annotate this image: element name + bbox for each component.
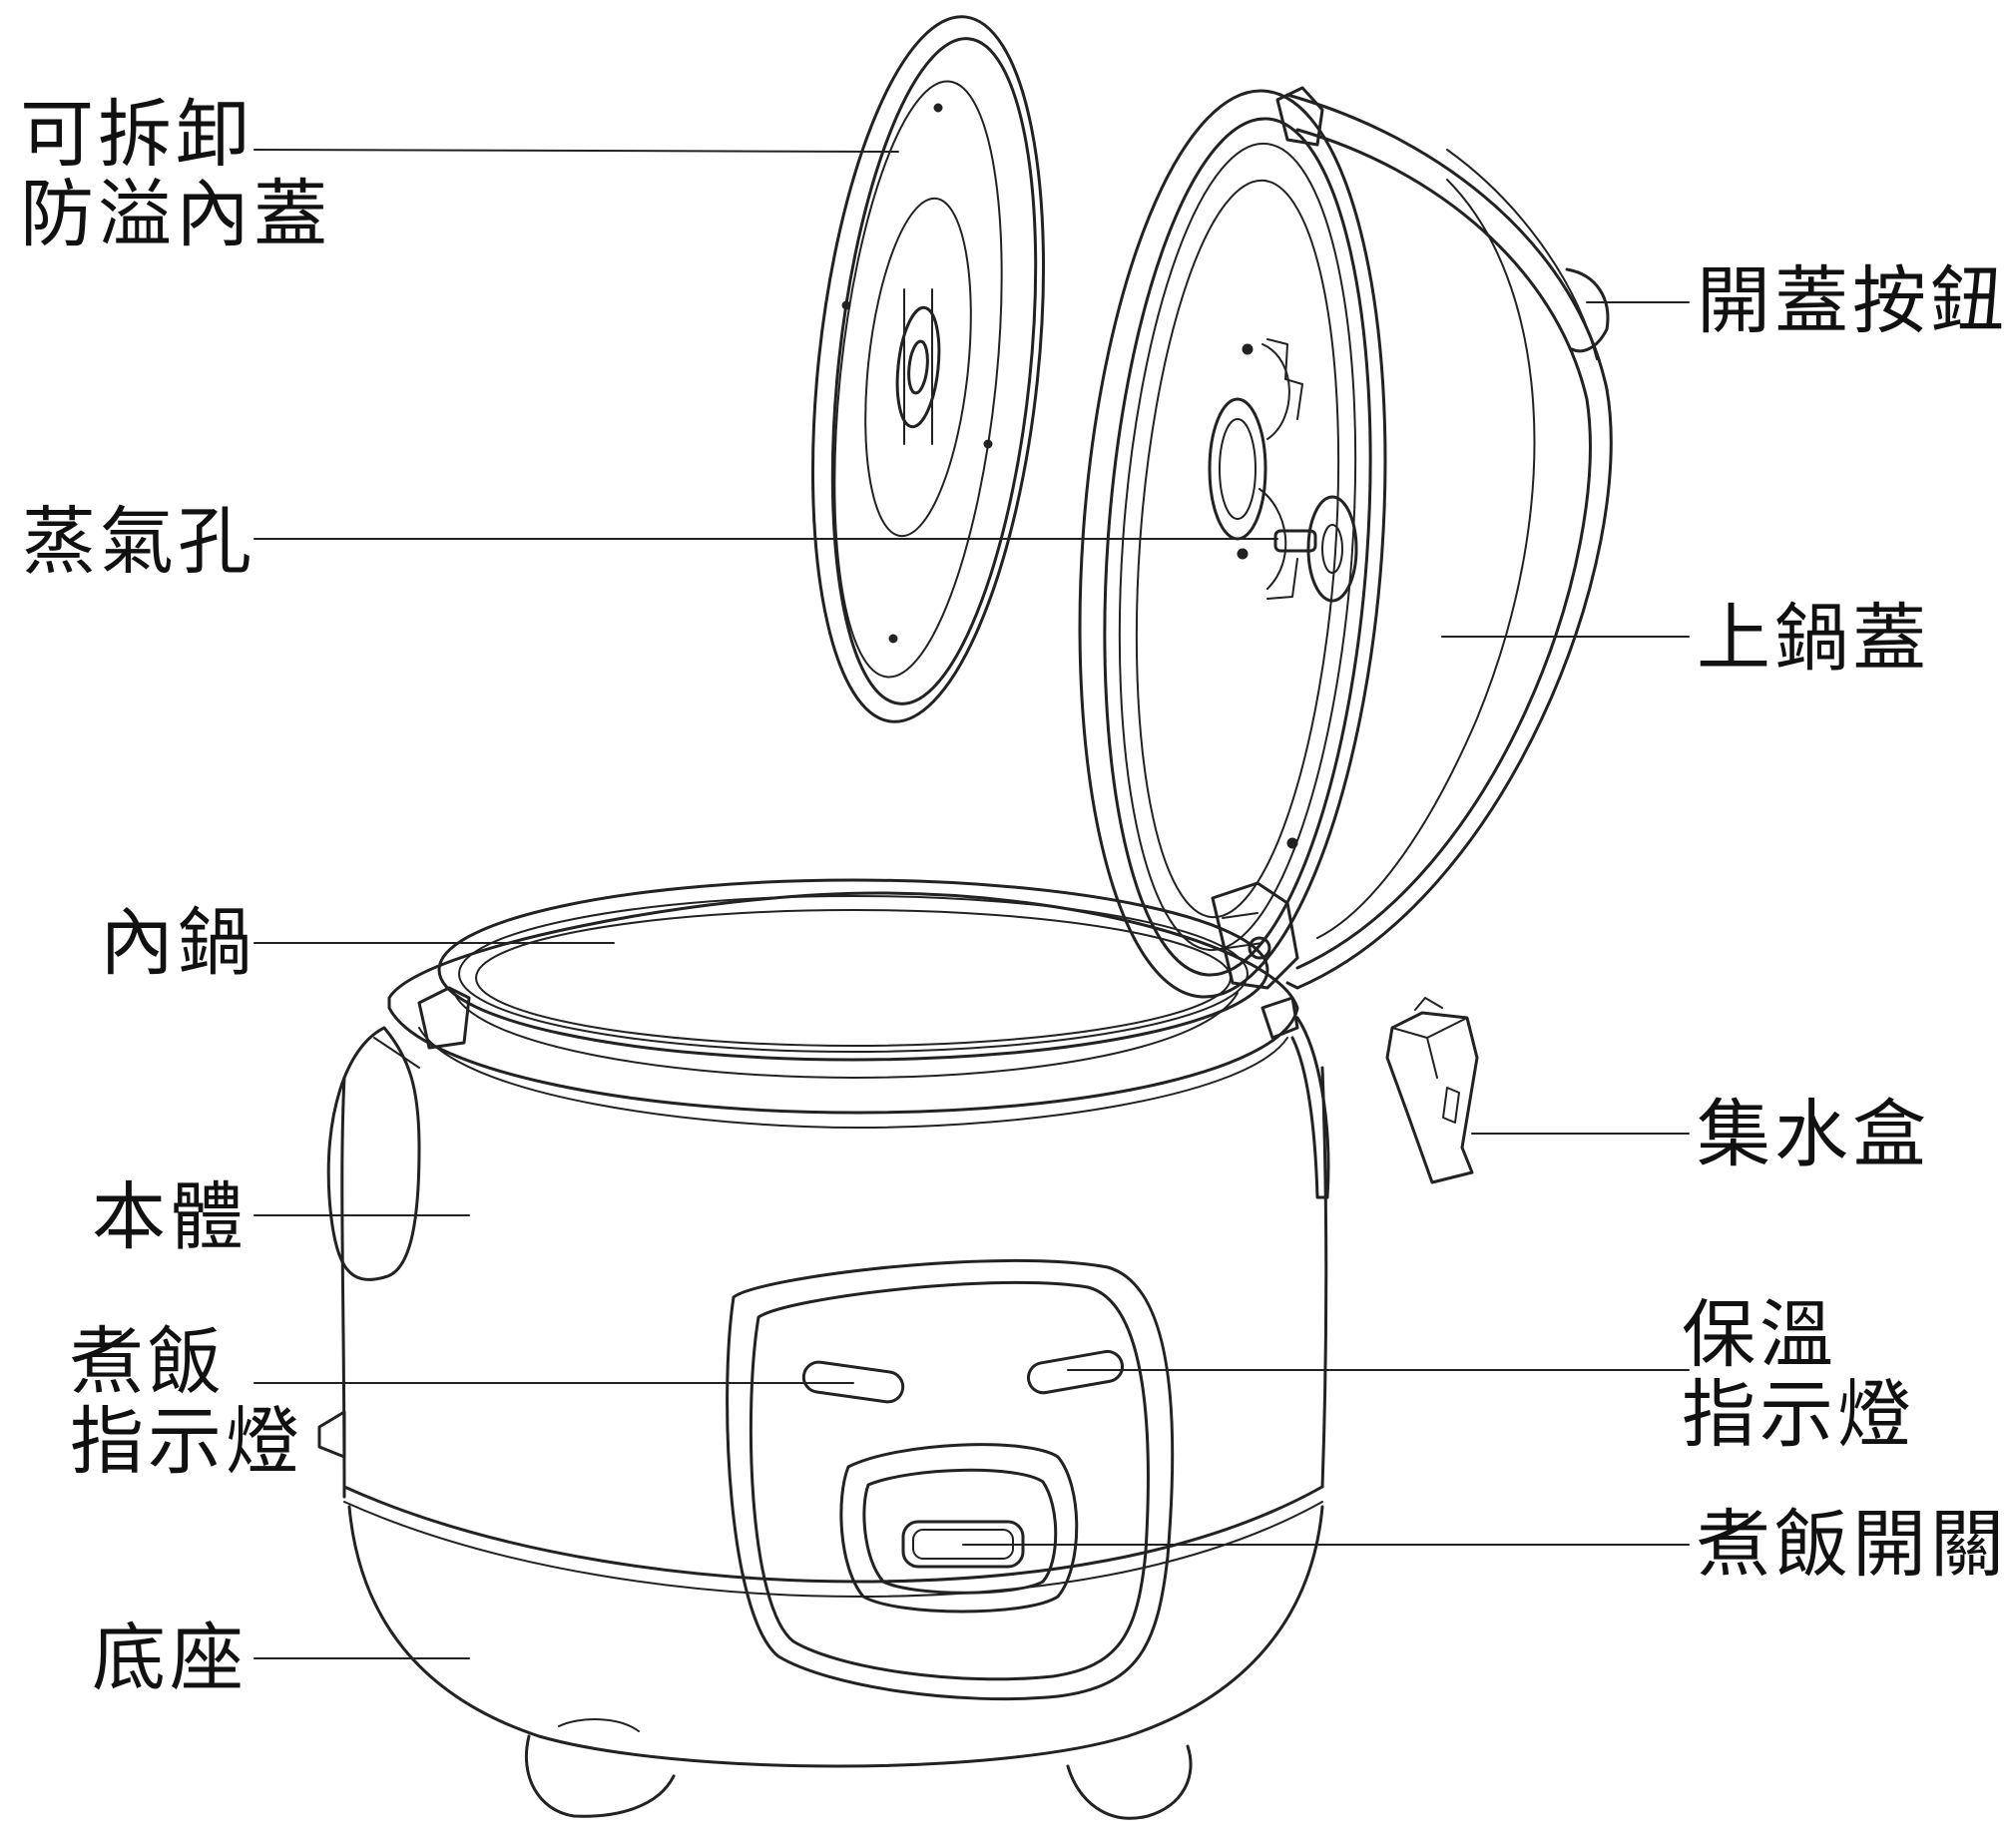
label-cook-switch: 煮飯開關 <box>1697 1505 2008 1585</box>
label-line: 防溢內蓋 <box>20 172 331 257</box>
label-line: 集水盒 <box>1697 1092 1930 1177</box>
water-collection-box <box>1385 997 1479 1184</box>
label-line: 指示燈 <box>1682 1372 1915 1458</box>
cooker-body <box>317 878 1330 1820</box>
label-body: 本體 <box>92 1177 248 1257</box>
label-upper-lid: 上鍋蓋 <box>1697 599 1930 679</box>
label-line: 上鍋蓋 <box>1697 596 1930 682</box>
label-line: 內鍋 <box>100 900 255 986</box>
label-base: 底座 <box>92 1618 248 1698</box>
label-inner-pot: 內鍋 <box>100 903 255 983</box>
removable-inner-lid <box>810 15 1046 723</box>
label-line: 煮飯 <box>70 1319 226 1405</box>
label-line: 蒸氣孔 <box>22 499 255 585</box>
label-line: 指示燈 <box>70 1399 303 1485</box>
label-line: 底座 <box>92 1616 248 1701</box>
label-cook-indicator-light: 煮飯 指示燈 <box>70 1322 303 1482</box>
label-keep-warm-indicator-light: 保溫 指示燈 <box>1682 1295 1915 1455</box>
label-lid-release-button: 開蓋按鈕 <box>1697 261 2008 341</box>
label-steam-vent: 蒸氣孔 <box>22 502 255 582</box>
label-water-collection-box: 集水盒 <box>1697 1095 1930 1174</box>
leader-lines <box>253 149 1690 1659</box>
upper-lid <box>1078 86 1613 999</box>
label-removable-inner-lid: 可拆卸 防溢內蓋 <box>20 95 331 254</box>
label-line: 可拆卸 <box>20 92 253 178</box>
label-line: 本體 <box>92 1174 248 1260</box>
label-line: 煮飯開關 <box>1697 1502 2008 1588</box>
leader-inner-lid <box>253 149 899 153</box>
label-line: 開蓋按鈕 <box>1697 258 2008 344</box>
label-line: 保溫 <box>1682 1292 1837 1378</box>
